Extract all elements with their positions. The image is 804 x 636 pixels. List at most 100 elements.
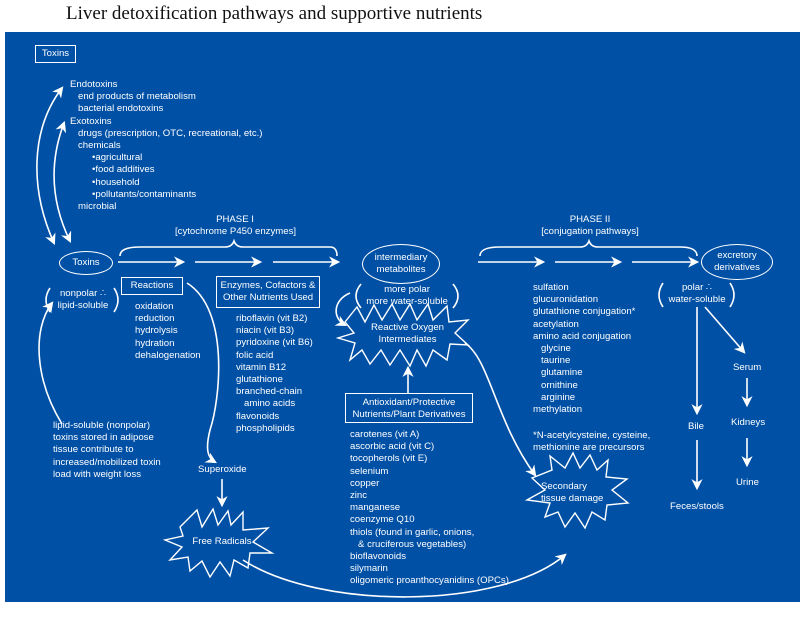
reaction-item: hydration [135,337,175,349]
antioxidant-item: tocopherols (vit E) [350,453,428,465]
phase2-subtitle: [conjugation pathways] [541,226,639,238]
free-radicals-starburst [162,507,275,579]
conjugation-item: glutathione conjugation* [533,306,636,318]
conjugation-item: glucuronidation [533,294,599,306]
more-polar-line2: more water-soluble [366,296,448,308]
secondary-line1: Secondary [541,481,587,492]
enzymes-header-box: Enzymes, Cofactors & Other Nutrients Use… [216,276,320,308]
enzyme-item: flavonoids [236,410,280,422]
polar-line1: polar ∴ [681,282,713,293]
phase1-subtitle: [cytochrome P450 enzymes] [175,226,297,238]
enzyme-item: branched-chain [236,386,303,398]
adipose-note-line: increased/mobilized toxin [53,456,161,468]
conjugation-item: glutamine [541,367,583,379]
toxin-source: microbial [78,200,117,212]
conjugation-list: sulfation glucuronidation glutathione co… [533,282,635,416]
enzymes-list: riboflavin (vit B2) niacin (vit B3) pyri… [236,313,313,435]
conjugation-item: sulfation [533,282,569,293]
antioxidant-list: carotenes (vit A) ascorbic acid (vit C) … [350,429,509,587]
toxin-source: •pollutants/contaminants [92,188,197,200]
toxin-source: •food additives [92,164,155,176]
intermediary-line1: intermediary [374,252,428,263]
secondary-damage-label: Secondary tissue damage [541,481,603,505]
adipose-note-line: toxins stored in adipose [53,432,154,444]
enzyme-item: riboflavin (vit B2) [236,313,308,324]
secondary-line2: tissue damage [541,493,604,505]
arrow-polar-serum [704,306,746,354]
phase1-brace [119,238,338,257]
toxins-node: Toxins [59,251,113,275]
antioxidant-header-box: Antioxidant/Protective Nutrients/Plant D… [345,393,473,423]
secondary-starburst [524,451,630,530]
enzymes-header-line2: Other Nutrients Used [222,292,314,303]
arrow-toxins-exotoxins [53,120,72,244]
excretory-line1: excretory [717,250,757,261]
paren-morepolar-left [355,283,362,309]
enzyme-item: phospholipids [236,422,295,434]
footnote-line2: methionine are precursors [533,442,645,454]
roi-label: Reactive Oxygen Intermediates [360,322,455,346]
adipose-note: lipid-soluble (nonpolar) toxins stored i… [53,420,161,481]
enzyme-item: glutathione [236,373,283,385]
free-radicals-label: Free Radicals [192,536,252,547]
antioxidant-item: ascorbic acid (vit C) [350,441,435,453]
antioxidant-item: selenium [350,465,389,477]
antioxidant-item: & cruciferous vegetables) [358,538,467,550]
conjugation-item: glycine [541,342,571,354]
nonpolar-note: nonpolar ∴ lipid-soluble [52,288,114,312]
enzyme-item: folic acid [236,349,274,361]
toxin-source: •agricultural [92,152,143,164]
conjugation-item: arginine [541,391,576,403]
enzyme-item: vitamin B12 [236,361,287,373]
antioxidant-item: thiols (found in garlic, onions, [350,526,475,538]
polar-note: polar ∴ water-soluble [662,282,732,306]
antioxidant-item: carotenes (vit A) [350,429,420,440]
conjugation-item: methylation [533,403,583,415]
precursor-footnote: *N-acetylcysteine, cysteine, methionine … [533,430,650,454]
reactions-header-box: Reactions [121,277,183,295]
paren-nonpolar-right [113,287,119,313]
excretory-line2: derivatives [714,262,760,273]
phase2-label: PHASE II [conjugation pathways] [530,214,650,238]
paren-nonpolar-left [45,287,51,313]
phase2-title: PHASE II [569,214,611,225]
excretory-derivatives-node: excretory derivatives [701,244,773,280]
paren-polar-right [729,282,735,308]
feces-label: Feces/stools [670,501,724,512]
arrow-roi-secondary [464,342,537,477]
conjugation-item: acetylation [533,318,579,330]
reaction-item: oxidation [135,301,174,312]
nonpolar-line1: nonpolar ∴ [59,288,107,299]
reaction-item: hydrolysis [135,325,178,337]
nonpolar-line2: lipid-soluble [57,300,109,312]
antioxidant-item: oligomeric proanthocyanidins (OPCs) [350,575,509,587]
roi-starburst [335,302,470,368]
arrow-reactions-superoxide [186,282,220,464]
arrow-toxins-endotoxins [36,86,64,246]
conjugation-item: ornithine [541,379,578,391]
urine-label: Urine [736,477,759,488]
intermediary-line2: metabolites [376,264,426,275]
adipose-note-line: lipid-soluble (nonpolar) [53,420,151,431]
conjugation-item: taurine [541,355,571,367]
antioxidant-header-line1: Antioxidant/Protective [362,397,456,408]
antioxidant-item: manganese [350,502,401,514]
more-polar-note: more polar more water-soluble [362,284,452,308]
toxin-source: bacterial endotoxins [78,103,164,115]
arrow-freeradicals-secondary [242,553,567,598]
antioxidant-item: coenzyme Q10 [350,514,415,526]
diagram-title: Liver detoxification pathways and suppor… [66,3,483,24]
conjugation-item: amino acid conjugation [533,330,632,342]
reaction-item: dehalogenation [135,349,201,361]
paren-morepolar-right [452,283,459,309]
toxin-source: •household [92,176,140,188]
enzyme-item: niacin (vit B3) [236,325,295,337]
antioxidant-item: bioflavonoids [350,550,407,562]
roi-line2: Intermediates [378,334,437,346]
kidneys-label: Kidneys [731,417,766,428]
paren-polar-left [658,282,664,308]
serum-label: Serum [733,362,762,373]
toxin-source: Exotoxins [70,115,112,127]
enzymes-header-line1: Enzymes, Cofactors & [220,280,316,291]
